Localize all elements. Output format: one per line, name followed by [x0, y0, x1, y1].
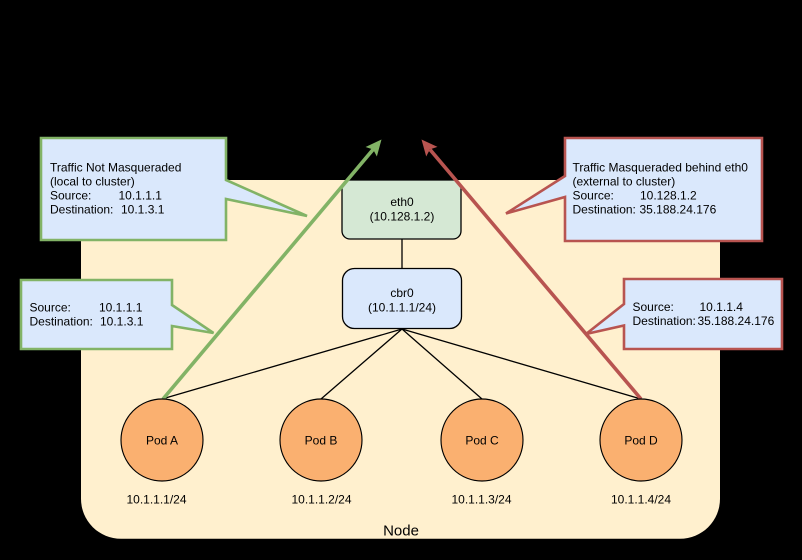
- svg-text:Node: Node: [383, 523, 419, 540]
- svg-text:10.1.1.4: 10.1.1.4: [700, 300, 744, 314]
- svg-text:Pod D: Pod D: [624, 434, 658, 448]
- svg-text:10.1.1.1/24: 10.1.1.1/24: [126, 493, 186, 507]
- svg-text:35.188.24.176: 35.188.24.176: [640, 203, 717, 217]
- svg-text:10.1.1.1: 10.1.1.1: [99, 301, 143, 315]
- svg-text:10.1.3.1: 10.1.3.1: [100, 315, 144, 329]
- svg-text:(external to cluster): (external to cluster): [573, 175, 676, 189]
- svg-text:10.1.1.1: 10.1.1.1: [119, 189, 163, 203]
- svg-text:(10.128.1.2): (10.128.1.2): [370, 210, 435, 224]
- svg-text:Pod C: Pod C: [465, 434, 499, 448]
- svg-text:Destination:: Destination:: [573, 203, 636, 217]
- svg-text:10.1.1.3/24: 10.1.1.3/24: [451, 493, 511, 507]
- svg-text:Traffic Not Masqueraded: Traffic Not Masqueraded: [50, 161, 181, 175]
- svg-text:Source:: Source:: [633, 300, 674, 314]
- svg-text:10.1.1.4/24: 10.1.1.4/24: [611, 493, 671, 507]
- svg-text:Traffic Masqueraded behind eth: Traffic Masqueraded behind eth0: [573, 161, 749, 175]
- svg-text:Pod B: Pod B: [305, 434, 338, 448]
- svg-text:(10.1.1.1/24): (10.1.1.1/24): [368, 300, 436, 314]
- svg-text:Destination:: Destination:: [50, 203, 113, 217]
- svg-text:10.1.3.1: 10.1.3.1: [121, 203, 165, 217]
- svg-text:Destination:: Destination:: [633, 314, 696, 328]
- svg-text:(local to cluster): (local to cluster): [50, 175, 135, 189]
- svg-text:eth0: eth0: [390, 195, 414, 209]
- svg-text:Source:: Source:: [30, 301, 71, 315]
- svg-text:Pod A: Pod A: [146, 434, 178, 448]
- svg-text:Source:: Source:: [573, 189, 614, 203]
- svg-text:35.188.24.176: 35.188.24.176: [698, 314, 775, 328]
- svg-text:10.128.1.2: 10.128.1.2: [640, 189, 697, 203]
- svg-text:10.1.1.2/24: 10.1.1.2/24: [291, 493, 351, 507]
- svg-text:Destination:: Destination:: [30, 315, 93, 329]
- svg-text:Source:: Source:: [50, 189, 91, 203]
- svg-text:cbr0: cbr0: [390, 286, 414, 300]
